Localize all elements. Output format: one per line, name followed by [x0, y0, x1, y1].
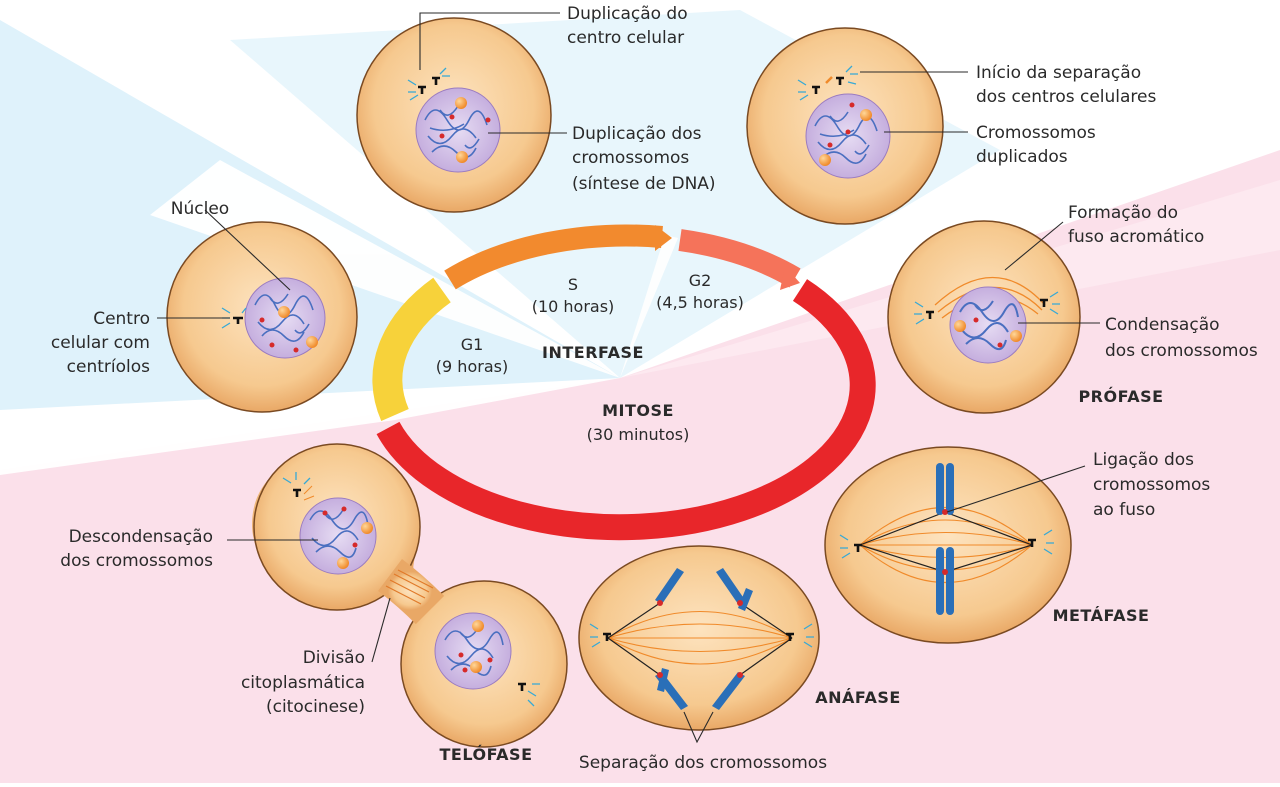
prophase-cell [887, 220, 1081, 414]
phase-anafase: ANÁFASE [815, 688, 901, 707]
label-inicio-sep-2: dos centros celulares [976, 87, 1156, 107]
mitose-time: (30 minutos) [587, 425, 690, 444]
label-centro-1: Centro [93, 309, 150, 329]
label-descondens-2: dos cromossomos [60, 551, 213, 571]
label-condens-2: dos cromossomos [1105, 341, 1258, 361]
telophase-cell [252, 443, 568, 748]
label-nucleo: Núcleo [171, 199, 229, 219]
label-descondens-1: Descondensação [69, 527, 213, 547]
label-dup-crom-2: cromossomos [572, 148, 689, 168]
label-divisao-3: (citocinese) [266, 697, 365, 717]
label-ligacao-2: cromossomos [1093, 475, 1210, 495]
nucleus [434, 612, 512, 690]
label-dup-centro-2: centro celular [567, 28, 684, 48]
label-formacao-2: fuso acromático [1068, 227, 1204, 247]
g1-cell [166, 221, 358, 413]
s-cell [356, 17, 552, 213]
g2-cell [746, 27, 944, 225]
centriole-icon [589, 623, 814, 648]
label-formacao-1: Formação do [1068, 203, 1178, 223]
g2-time: (4,5 horas) [656, 293, 744, 312]
phase-profase: PRÓFASE [1078, 387, 1163, 406]
g1-label: G1 [461, 335, 484, 354]
centriole-icon [914, 291, 1060, 325]
label-dup-centro-1: Duplicação do [567, 4, 688, 24]
metaphase-cell [824, 446, 1072, 644]
label-dup-crom-1: Duplicação dos [572, 124, 702, 144]
label-ligacao-1: Ligação dos [1093, 450, 1194, 470]
mitose-label: MITOSE [602, 401, 674, 420]
centriole-icon [839, 529, 1054, 559]
interfase-label: INTERFASE [542, 343, 644, 362]
mitosis-arc [376, 279, 876, 541]
label-crom-dup-1: Cromossomos [976, 123, 1096, 143]
label-dup-crom-3: (síntese de DNA) [572, 174, 716, 194]
label-inicio-sep-1: Início da separação [976, 63, 1141, 83]
label-separacao: Separação dos cromossomos [579, 753, 827, 773]
centriole-icon [797, 65, 858, 101]
phase-metafase: METÁFASE [1053, 606, 1150, 625]
chromosome [936, 463, 954, 615]
g1-arc [372, 277, 451, 422]
centriole-icon [407, 67, 450, 101]
cycle-ring [372, 224, 876, 541]
s-label: S [568, 275, 578, 294]
label-condens-1: Condensação [1105, 315, 1220, 335]
chromosome [655, 568, 753, 710]
centriole-icon [282, 472, 540, 707]
g1-time: (9 horas) [436, 357, 508, 376]
label-centro-2: celular com [51, 333, 150, 353]
label-crom-dup-2: duplicados [976, 147, 1068, 167]
label-centro-3: centríolos [67, 357, 150, 377]
label-divisao-2: citoplasmática [241, 673, 365, 693]
g2-label: G2 [689, 271, 712, 290]
anaphase-cell [578, 545, 820, 731]
s-arc [444, 224, 663, 290]
s-time: (10 horas) [532, 297, 615, 316]
phase-telofase: TELÓFASE [440, 745, 533, 764]
label-divisao-1: Divisão [303, 648, 365, 668]
label-ligacao-3: ao fuso [1093, 500, 1155, 520]
